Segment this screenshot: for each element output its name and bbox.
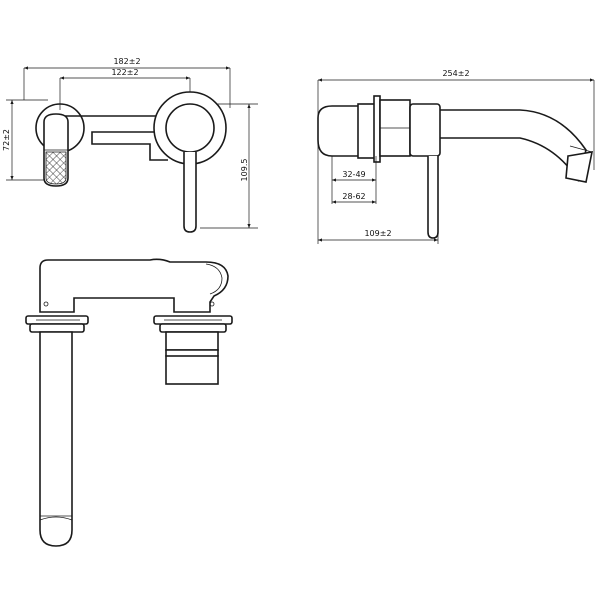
front-view: 182±2 122±2 72±2 109.5 [2,57,258,233]
plan-body [39,258,229,313]
plan-handle-plate-2 [159,323,227,333]
side-rosette-plate [373,95,381,163]
dim-height-left-label: 72±2 [2,129,11,151]
front-body-plate [60,115,168,161]
plan-handle-knob [165,355,219,385]
dim-center-distance-label: 122±2 [111,68,138,77]
dim-wall-range-2: 28-62 [332,192,376,204]
side-wall-box [317,105,361,157]
plan-handle-body [165,331,219,351]
dim-height-left: 72±2 [2,99,48,181]
handle-lever [183,152,197,233]
dim-overall-length-label: 254±2 [442,69,469,78]
side-view: 254±2 32-49 28-62 109 [317,69,595,244]
dim-overall-width: 182±2 [23,57,231,108]
side-spout-tip [565,151,594,183]
handle-cap [165,103,215,153]
side-handle-block [409,103,441,157]
plan-spout-tube [39,331,73,547]
aerator-mesh [45,151,67,185]
plan-spout-plate-2 [29,323,85,333]
dim-height-right: 109.5 [200,103,258,229]
dim-wall-range-1-label: 32-49 [342,170,365,179]
dim-overall-length: 254±2 [317,69,595,170]
dim-wall-range-1: 32-49 [331,156,377,204]
dim-projection-label: 109±2 [364,229,391,238]
plan-view [25,258,233,547]
side-spout [440,109,587,182]
side-lever [427,156,439,239]
dim-projection: 109±2 [317,140,439,244]
dim-height-right-label: 109.5 [240,159,249,182]
dim-wall-range-2-label: 28-62 [342,192,365,201]
dim-overall-width-label: 182±2 [113,57,140,66]
